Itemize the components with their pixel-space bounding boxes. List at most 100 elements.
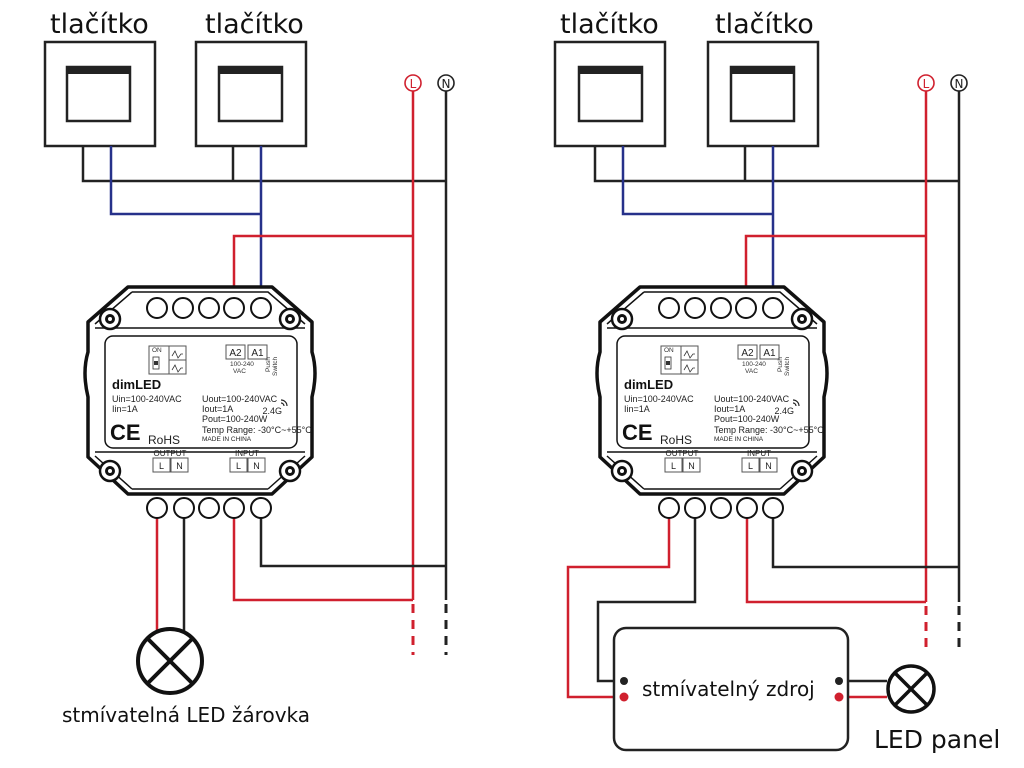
svg-text:ON: ON [664, 347, 674, 354]
svg-text:Push: Push [777, 357, 784, 372]
terminal-out-l[interactable] [146, 497, 168, 519]
driver-label: stmívatelný zdroj [642, 677, 815, 701]
svg-text:VAC: VAC [745, 368, 758, 375]
svg-text:L: L [236, 461, 241, 471]
svg-text:Pout=100-240W: Pout=100-240W [202, 414, 268, 424]
svg-text:ON: ON [152, 347, 162, 354]
ce-mark: CE [622, 420, 653, 445]
svg-text:OUTPUT: OUTPUT [154, 449, 187, 458]
wires [566, 91, 961, 699]
line-symbol: L [404, 74, 422, 92]
terminal-a1[interactable] [762, 297, 784, 319]
terminal-out-l[interactable] [658, 497, 680, 519]
bulb-icon [886, 664, 936, 714]
bulb-icon [136, 627, 204, 695]
terminal-out-n[interactable] [173, 497, 195, 519]
svg-text:Switch: Switch [784, 356, 791, 376]
svg-text:Uin=100-240VAC: Uin=100-240VAC [624, 394, 694, 404]
svg-text:A1: A1 [251, 348, 264, 359]
wireless-icon [280, 399, 288, 407]
svg-text:N: N [176, 461, 183, 471]
right-diagram: tlačítko tlačítko L N [553, 9, 1000, 754]
terminal[interactable] [146, 297, 168, 319]
terminal-out-n[interactable] [684, 497, 706, 519]
ce-mark: CE [110, 420, 141, 445]
svg-text:N: N [253, 461, 260, 471]
dimmer-device: ON A2 A1 100-240 VAC Push Switch dimLED … [595, 285, 829, 519]
svg-text:N: N [955, 77, 964, 91]
svg-text:Iout=1A: Iout=1A [714, 404, 745, 414]
terminal-a2[interactable] [735, 297, 757, 319]
terminal[interactable] [658, 297, 680, 319]
svg-text:VAC: VAC [233, 368, 246, 375]
button-label: tlačítko [715, 9, 814, 40]
push-button[interactable] [706, 40, 820, 148]
button-label: tlačítko [560, 9, 659, 40]
neutral-symbol: N [950, 74, 968, 92]
svg-text:L: L [159, 461, 164, 471]
svg-text:INPUT: INPUT [235, 449, 259, 458]
push-button[interactable] [194, 40, 308, 148]
svg-text:A2: A2 [741, 348, 754, 359]
terminal[interactable] [710, 497, 732, 519]
terminal[interactable] [198, 497, 220, 519]
svg-text:Switch: Switch [272, 356, 279, 376]
load-label: LED panel [874, 725, 1000, 754]
svg-text:INPUT: INPUT [747, 449, 771, 458]
svg-text:L: L [671, 461, 676, 471]
dip-switch[interactable]: ON [148, 345, 187, 375]
svg-text:2.4G: 2.4G [774, 406, 794, 416]
rohs-mark: RoHS [660, 433, 692, 447]
neutral-symbol: N [437, 74, 455, 92]
svg-text:100-240: 100-240 [230, 361, 254, 368]
terminal-in-l[interactable] [736, 497, 758, 519]
terminal-in-l[interactable] [223, 497, 245, 519]
svg-text:L: L [410, 77, 417, 91]
svg-text:Pout=100-240W: Pout=100-240W [714, 414, 780, 424]
svg-text:N: N [442, 77, 451, 91]
svg-text:L: L [748, 461, 753, 471]
load-label: stmívatelná LED žárovka [62, 703, 310, 727]
dimmable-driver: stmívatelný zdroj [612, 626, 850, 752]
wireless-icon [792, 399, 800, 407]
terminal-a2[interactable] [223, 297, 245, 319]
svg-text:Uout=100-240VAC: Uout=100-240VAC [714, 394, 790, 404]
svg-text:L: L [923, 77, 930, 91]
svg-text:100-240: 100-240 [742, 361, 766, 368]
left-diagram: tlačítko tlačítko L N [43, 9, 455, 727]
push-button[interactable] [43, 40, 157, 148]
button-label: tlačítko [205, 9, 304, 40]
svg-text:Iin=1A: Iin=1A [624, 404, 650, 414]
terminal-a1[interactable] [250, 297, 272, 319]
svg-text:Uout=100-240VAC: Uout=100-240VAC [202, 394, 278, 404]
terminal-in-n[interactable] [762, 497, 784, 519]
line-symbol: L [917, 74, 935, 92]
terminal[interactable] [684, 297, 706, 319]
terminal[interactable] [198, 297, 220, 319]
svg-text:N: N [688, 461, 695, 471]
brand-label: dimLED [624, 377, 673, 392]
svg-text:A2: A2 [229, 348, 242, 359]
dip-switch[interactable]: ON [660, 345, 699, 375]
terminal-in-n[interactable] [250, 497, 272, 519]
push-button[interactable] [553, 40, 667, 148]
svg-text:MADE IN CHINA: MADE IN CHINA [202, 436, 252, 443]
svg-text:2.4G: 2.4G [262, 406, 282, 416]
wires [81, 91, 448, 655]
terminal[interactable] [710, 297, 732, 319]
svg-text:OUTPUT: OUTPUT [666, 449, 699, 458]
rohs-mark: RoHS [148, 433, 180, 447]
terminal[interactable] [172, 297, 194, 319]
svg-text:Iin=1A: Iin=1A [112, 404, 138, 414]
svg-text:Push: Push [265, 357, 272, 372]
svg-text:N: N [765, 461, 772, 471]
dimmer-device: ON A2 A1 100-240 VAC Push Switch dimLED … [83, 285, 317, 519]
brand-label: dimLED [112, 377, 161, 392]
svg-text:Temp Range: -30°C~+55°C: Temp Range: -30°C~+55°C [714, 425, 824, 435]
svg-text:Iout=1A: Iout=1A [202, 404, 233, 414]
svg-text:MADE IN CHINA: MADE IN CHINA [714, 436, 764, 443]
svg-text:Temp Range: -30°C~+55°C: Temp Range: -30°C~+55°C [202, 425, 312, 435]
button-label: tlačítko [50, 9, 149, 40]
svg-text:A1: A1 [763, 348, 776, 359]
